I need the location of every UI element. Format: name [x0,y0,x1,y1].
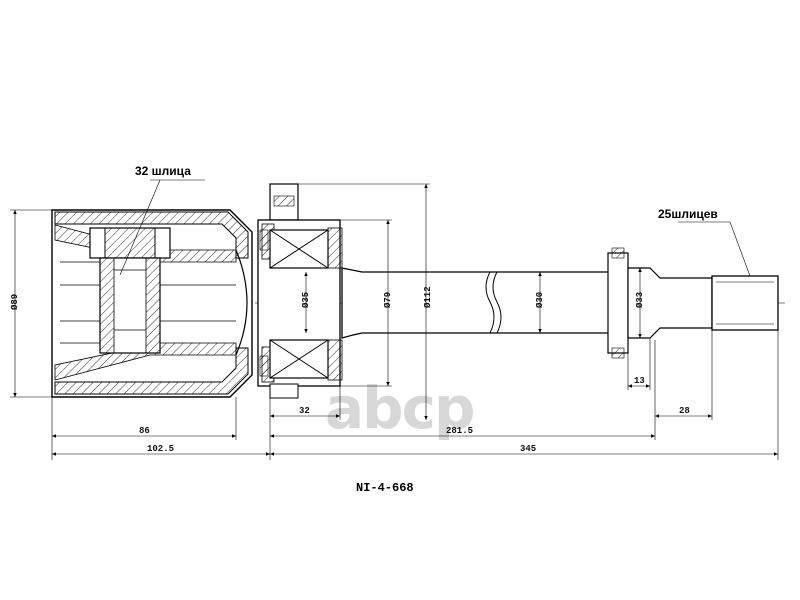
dim-86: 86 [139,426,150,436]
dimension-lines [10,179,779,460]
tripod-roller [89,227,171,354]
watermark-text: аbcp [325,374,474,442]
splines-right-label: 25шлицев [658,207,718,221]
dim-281-5: 281.5 [446,426,473,436]
dim-d112: Ø112 [423,286,433,308]
part-code: NI-4-668 [356,481,414,495]
dim-28: 28 [679,406,690,416]
dim-13: 13 [634,376,645,386]
dim-32: 32 [299,406,310,416]
dim-345: 345 [520,444,536,454]
dim-d79: Ø79 [383,292,393,308]
dim-d30: Ø30 [535,292,545,308]
splines-top-label: 32 шлица [135,164,191,178]
dim-d35: Ø35 [301,292,311,308]
dim-102-5: 102.5 [147,444,174,454]
bearing-flange [257,183,343,399]
dim-d33: Ø33 [635,292,645,308]
dim-d89: Ø89 [10,294,20,310]
drive-shaft [341,247,779,359]
